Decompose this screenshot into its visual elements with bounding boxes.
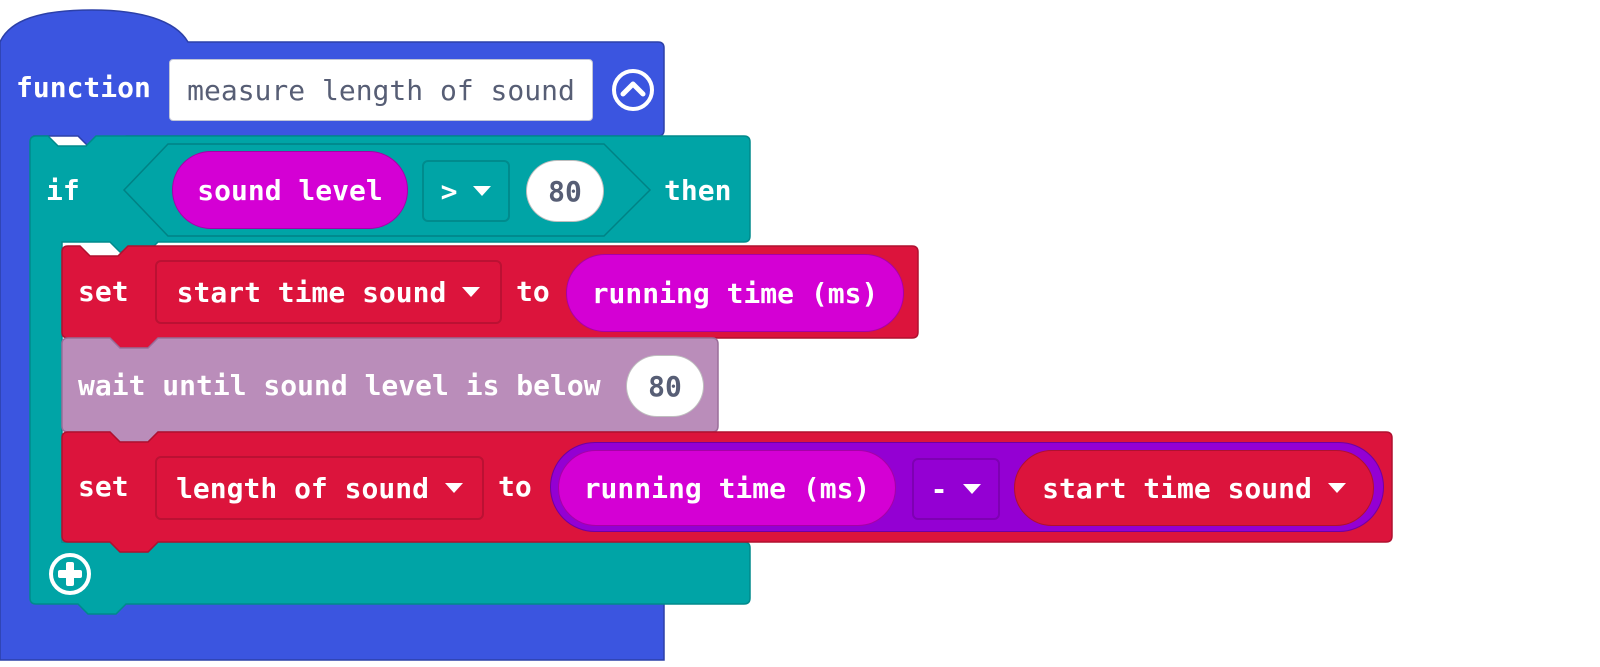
function-name-field[interactable]: measure length of sound — [169, 59, 593, 121]
start-time-variable-reporter-label: start time sound — [1042, 471, 1312, 505]
chevron-down-icon — [462, 287, 481, 297]
chevron-down-icon — [444, 483, 463, 493]
start-time-variable-dropdown[interactable]: start time sound — [155, 260, 502, 324]
chevron-up-circle-icon[interactable] — [611, 68, 655, 112]
chevron-down-icon — [473, 186, 492, 196]
length-variable-dropdown[interactable]: length of sound — [155, 456, 484, 520]
threshold-number-field[interactable]: 80 — [526, 160, 604, 222]
comparison-operator-dropdown[interactable]: > — [422, 160, 510, 222]
arithmetic-operator-label: - — [930, 472, 948, 506]
set-keyword: set — [78, 470, 129, 503]
comparison-operator-label: > — [440, 174, 458, 208]
function-keyword: function — [16, 71, 151, 104]
length-variable-label: length of sound — [176, 471, 429, 505]
then-keyword: then — [664, 174, 732, 207]
if-keyword: if — [46, 174, 80, 207]
plus-circle-icon[interactable] — [48, 552, 92, 596]
set-keyword: set — [78, 275, 129, 308]
chevron-down-icon — [963, 484, 982, 494]
to-keyword: to — [516, 275, 550, 308]
running-time-reporter[interactable]: running time (ms) — [558, 450, 896, 526]
running-time-reporter[interactable]: running time (ms) — [566, 254, 904, 332]
sound-level-reporter[interactable]: sound level — [172, 151, 408, 229]
wait-threshold-field[interactable]: 80 — [626, 355, 704, 417]
chevron-down-icon — [1327, 483, 1346, 493]
start-time-variable-reporter[interactable]: start time sound — [1014, 450, 1374, 526]
wait-until-label: wait until sound level is below — [78, 369, 601, 402]
to-keyword: to — [498, 470, 532, 503]
arithmetic-operator-dropdown[interactable]: - — [912, 458, 1000, 520]
start-time-variable-label: start time sound — [176, 275, 447, 309]
